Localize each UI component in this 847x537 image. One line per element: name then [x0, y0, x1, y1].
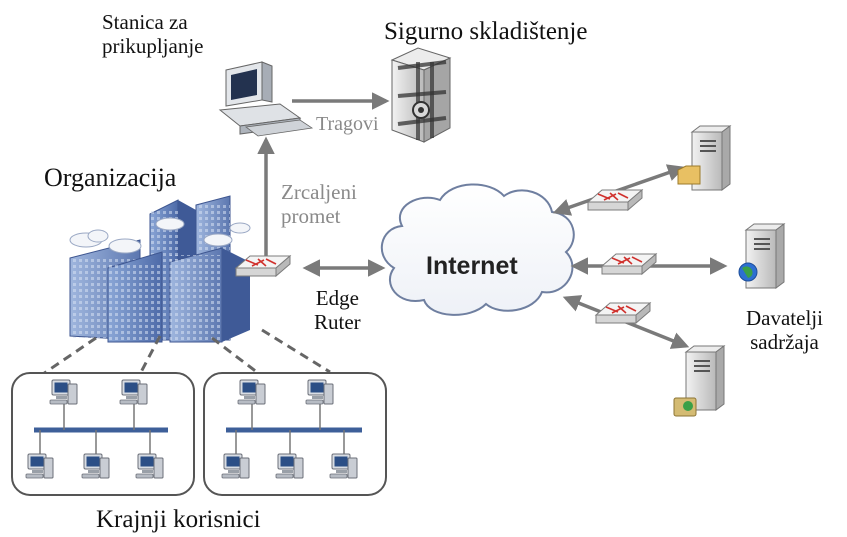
- content-server-bottom-icon: [673, 345, 725, 417]
- secure-storage-server-icon: [390, 47, 452, 143]
- content-providers-label: Davatelji sadržaja: [746, 306, 823, 355]
- collection-station-label: Stanica za prikupljanje: [102, 10, 204, 59]
- router-icon-middle: [601, 253, 657, 275]
- secure-storage-label: Sigurno skladištenje: [384, 18, 588, 45]
- user-group-right: [203, 372, 387, 496]
- dashed-links-to-users: [39, 328, 331, 378]
- edge-router-icon: [235, 255, 291, 277]
- traces-label: Tragovi: [316, 113, 379, 135]
- router-icon-bottom: [595, 302, 651, 324]
- internet-label: Internet: [426, 252, 518, 280]
- organization-label: Organizacija: [44, 163, 177, 192]
- content-server-top-icon: [677, 125, 731, 191]
- router-icon-top: [587, 189, 643, 211]
- organization-buildings-icon: [69, 195, 251, 343]
- mirrored-traffic-label: Zrcaljeni promet: [281, 180, 357, 229]
- collection-station-computer-icon: [218, 61, 314, 137]
- content-server-middle-icon: [738, 223, 785, 289]
- user-group-left: [11, 372, 195, 496]
- internet-cloud: [380, 183, 575, 316]
- edge-router-label: Edge Ruter: [314, 286, 361, 335]
- end-users-label: Krajnji korisnici: [96, 506, 261, 533]
